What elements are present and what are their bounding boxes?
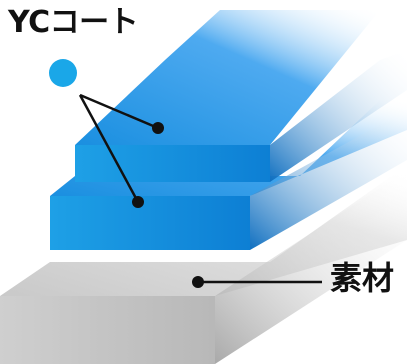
upper-layer-top-face <box>75 10 380 145</box>
upper-layer-side-face <box>270 50 407 182</box>
lower-layer-front-face <box>50 196 250 250</box>
substrate-front-face <box>0 296 215 364</box>
coating-marker-dot <box>49 59 77 87</box>
substrate-block <box>0 170 407 364</box>
coating-leaders <box>78 93 159 203</box>
leader-dot-lower <box>132 196 144 208</box>
coating-label: YCコート <box>8 5 139 40</box>
substrate-label: 素材 <box>330 259 395 297</box>
coating-layer-upper <box>75 10 407 182</box>
lower-layer-side-face <box>250 110 407 250</box>
substrate-side-face <box>215 170 407 364</box>
upper-layer-front-face <box>75 145 270 182</box>
leader-line-upper <box>79 93 159 130</box>
leader-dot-substrate <box>192 276 204 288</box>
leader-line-lower <box>78 94 140 203</box>
leader-dot-upper <box>152 122 164 134</box>
